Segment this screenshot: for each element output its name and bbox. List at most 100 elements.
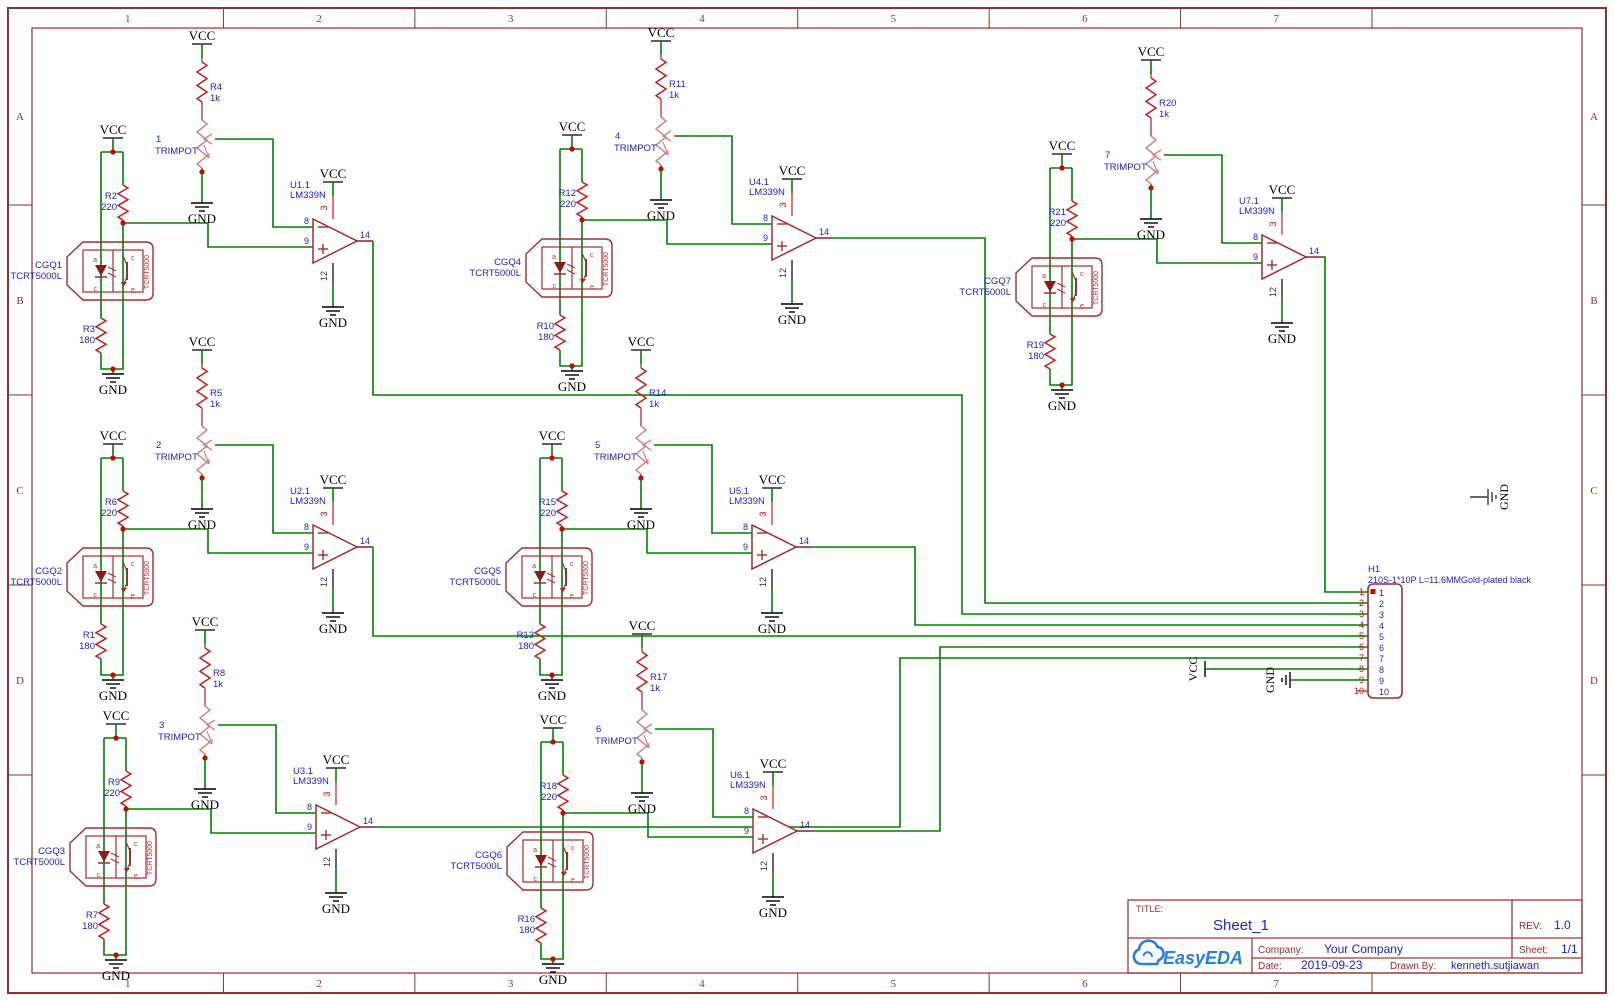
junction-dot xyxy=(110,366,116,372)
junction-dot xyxy=(120,526,126,532)
gnd-label: GND xyxy=(1137,227,1165,242)
drawn-by-label: Drawn By: xyxy=(1390,961,1436,972)
sensor-pin-letter: c xyxy=(94,592,98,599)
junction-dot xyxy=(120,220,126,226)
pin-number: 8 xyxy=(307,802,312,812)
led-icon xyxy=(95,571,107,582)
trimpot-number: 5 xyxy=(595,440,600,451)
connector-pin-number: 3 xyxy=(1359,609,1364,619)
junction-dot xyxy=(110,672,116,678)
pin-number: 14 xyxy=(360,230,370,240)
junction-dot xyxy=(113,952,119,958)
gnd-label: GND xyxy=(102,968,130,983)
trimpot-arrow xyxy=(1153,170,1159,175)
vcc-label: VCC xyxy=(759,472,786,487)
sensor-pin-letter: c xyxy=(1043,302,1047,309)
resistor-refdes: R10 xyxy=(537,321,554,332)
wire xyxy=(215,444,313,534)
gnd-label: GND xyxy=(647,208,675,223)
transistor-collector xyxy=(561,561,567,572)
sensor-pin-letter: c xyxy=(1080,271,1084,278)
junction-dot xyxy=(560,810,566,816)
resistor-body xyxy=(119,770,133,807)
sensor-chip-text: TCRT5000 xyxy=(1093,271,1100,305)
channel-cgq1: VCCGNDR2220R3180acceTCRT5000CGQ1TCRT5000… xyxy=(10,28,1368,615)
junction-dot xyxy=(550,956,556,962)
resistor-value: 1k xyxy=(649,399,659,410)
wire xyxy=(1164,154,1262,244)
trimpot-label: TRIMPOT xyxy=(614,143,657,154)
pin-number: 14 xyxy=(819,227,829,237)
pin-number: 14 xyxy=(363,816,373,826)
resistor-refdes: R16 xyxy=(518,914,535,925)
pin-number: 9 xyxy=(304,542,309,552)
gnd-label: GND xyxy=(627,517,655,532)
connector-pin-name: 9 xyxy=(1379,676,1384,686)
frame-row-letter: A xyxy=(1590,111,1598,123)
resistor-refdes: R9 xyxy=(108,777,120,788)
light-arrow-icon xyxy=(107,572,117,578)
output-net-wire xyxy=(372,547,1368,637)
gnd-label: GND xyxy=(1048,398,1076,413)
sensor-pin-letter: e xyxy=(131,593,135,600)
frame-column-number: 3 xyxy=(508,13,514,25)
comparator-triangle xyxy=(1261,233,1308,281)
pin-number: 14 xyxy=(800,820,810,830)
light-arrow-icon xyxy=(547,862,557,868)
resistor-value: 180 xyxy=(518,641,534,652)
resistor-refdes: R7 xyxy=(86,910,98,921)
trimpot-label: TRIMPOT xyxy=(595,736,638,747)
trimpot-arrow xyxy=(643,460,649,465)
gnd-label: GND xyxy=(759,905,787,920)
resistor-value: 180 xyxy=(79,335,95,346)
resistor-body xyxy=(195,367,209,409)
gnd-label: GND xyxy=(188,517,216,532)
light-arrow-icon xyxy=(1056,282,1066,288)
frame-column-number: 5 xyxy=(891,978,897,990)
resistor-refdes: R19 xyxy=(1027,340,1044,351)
junction-dot xyxy=(1059,165,1065,171)
output-net-wire xyxy=(813,646,1368,832)
wire xyxy=(582,219,772,245)
resistor-refdes: R4 xyxy=(210,82,222,93)
resistor-refdes: R5 xyxy=(210,388,222,399)
resistor-refdes: R13 xyxy=(517,630,534,641)
frame-column-number: 1 xyxy=(125,13,131,25)
comparator-part: LM339N xyxy=(730,780,766,791)
vcc-label: VCC xyxy=(760,756,787,771)
trimpot-label: TRIMPOT xyxy=(1104,162,1147,173)
junction-dot xyxy=(550,739,556,745)
resistor-body xyxy=(1144,135,1158,185)
trimpot-arrow xyxy=(644,744,650,749)
resistor-value: 1k xyxy=(1159,109,1169,120)
comparator-triangle xyxy=(752,807,799,855)
resistor-refdes: R6 xyxy=(105,497,117,508)
frame-column-number: 7 xyxy=(1274,978,1280,990)
vcc-label: VCC xyxy=(1186,657,1200,682)
vcc-label: VCC xyxy=(540,712,567,727)
resistor-body xyxy=(116,184,130,221)
resistor-body xyxy=(635,651,649,693)
wire xyxy=(562,528,752,554)
pin-number: 3 xyxy=(758,511,768,516)
led-icon xyxy=(98,851,110,862)
pin-number: 8 xyxy=(304,522,309,532)
light-arrow-icon xyxy=(546,572,556,578)
connector-part: 210S-1*10P L=11.6MMGold-plated black xyxy=(1368,575,1532,585)
pin-number: 8 xyxy=(763,213,768,223)
resistor-body xyxy=(556,774,570,811)
sensor-pin-letter: c xyxy=(571,845,575,852)
sensor-refdes: CGQ6 xyxy=(475,850,502,861)
sensor-pin-letter: c xyxy=(134,841,138,848)
light-arrow-icon xyxy=(566,263,576,269)
led-icon xyxy=(535,855,547,866)
pin-number: 3 xyxy=(1268,221,1278,226)
junction-dot xyxy=(569,146,575,152)
wire xyxy=(654,444,752,534)
frame-row-letter: D xyxy=(16,675,24,687)
resistor-body xyxy=(116,490,130,527)
resistor-body xyxy=(195,425,209,475)
resistor-value: 180 xyxy=(79,641,95,652)
connector-pin-number: 7 xyxy=(1359,653,1364,663)
